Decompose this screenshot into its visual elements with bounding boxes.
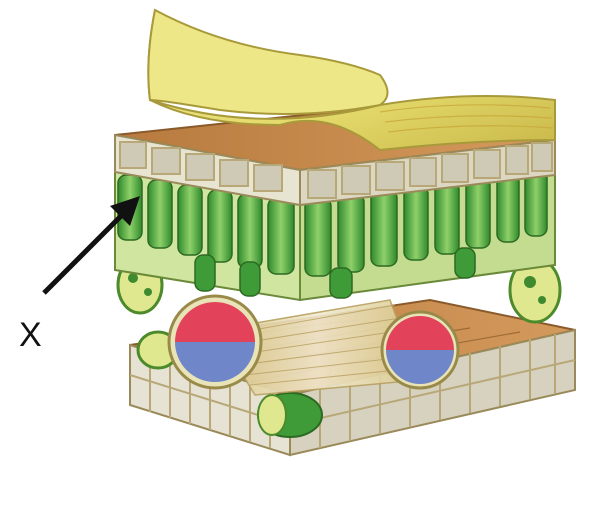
vascular-bundle-right bbox=[380, 310, 460, 390]
palisade-mesophyll bbox=[114, 163, 556, 302]
label-x: X bbox=[19, 316, 42, 354]
vascular-bundle-left bbox=[167, 294, 263, 390]
cuticle-layer bbox=[147, 8, 556, 152]
upper-epidermis bbox=[114, 108, 556, 207]
pointer-arrow bbox=[42, 196, 140, 295]
